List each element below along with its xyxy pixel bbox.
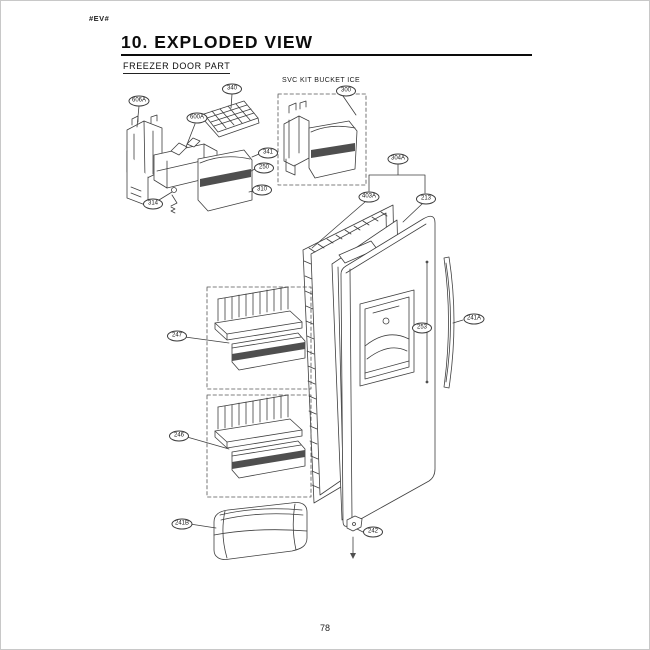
svc-kit-title: SVC KIT BUCKET ICE (282, 77, 361, 84)
freezer-door-panel (340, 215, 436, 527)
leader-lines (136, 93, 464, 533)
svc-kit-bucket-ice (277, 93, 367, 186)
part-label-250: 250 (254, 162, 274, 174)
section-subtitle: FREEZER DOOR PART (123, 61, 231, 74)
title-rule (121, 54, 532, 56)
page-title: 10. EXPLODED VIEW (121, 32, 314, 52)
part-label-606A: 606A (128, 95, 150, 107)
page-number: 78 (319, 623, 330, 633)
part-label-241A: 241A (463, 313, 485, 325)
ice-bucket-small (197, 149, 253, 212)
icemaker-bracket (126, 114, 163, 207)
fastener-parts (170, 187, 178, 214)
freezer-basket-lower (206, 394, 312, 498)
door-handle (443, 256, 455, 389)
part-label-340: 340 (222, 83, 242, 95)
part-label-600A: 600A (186, 112, 208, 124)
part-label-242: 242 (363, 526, 383, 538)
part-label-213: 213 (416, 193, 436, 205)
part-label-300: 300 (336, 85, 356, 97)
corner-mark: #EV# (89, 14, 110, 23)
part-label-247: 247 (167, 330, 187, 342)
door-stopper (346, 515, 363, 559)
part-label-253: 253 (412, 322, 432, 334)
part-label-246: 246 (169, 430, 189, 442)
part-label-304A: 304A (387, 153, 409, 165)
part-label-241B: 241B (171, 518, 193, 530)
part-label-403A: 403A (358, 191, 380, 203)
door-bin-lower (213, 502, 308, 560)
part-label-341: 341 (258, 147, 278, 159)
part-label-314: 314 (143, 198, 163, 210)
part-label-310: 310 (252, 184, 272, 196)
freezer-basket-upper (206, 286, 312, 390)
dispenser-recess (359, 289, 415, 387)
